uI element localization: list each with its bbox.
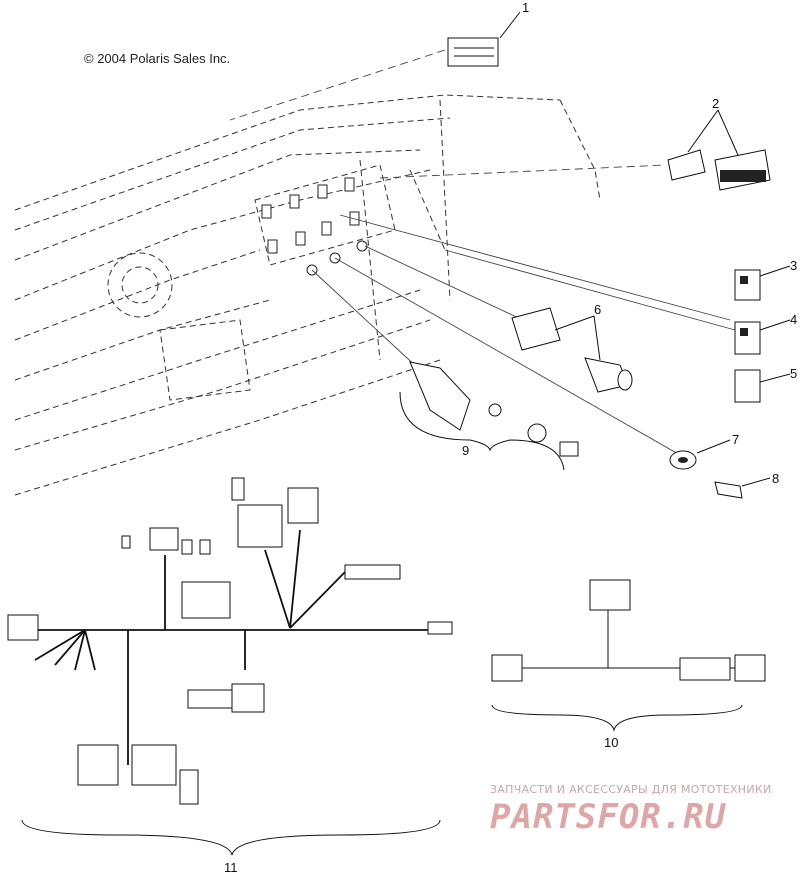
leader-lines: [229, 49, 736, 456]
part-10-harness: [491, 579, 766, 732]
part-8-bulb: [714, 477, 771, 499]
part-9-key-switch: [399, 361, 579, 471]
watermark-tagline: ЗАПЧАСТИ И АКСЕССУАРЫ ДЛЯ МОТОТЕХНИКИ: [490, 783, 772, 796]
part-11-bracket: [21, 819, 441, 856]
part-11-connectors: [7, 477, 453, 805]
callout-10: 10: [604, 735, 618, 750]
callout-2: 2: [712, 96, 719, 111]
part-11-harness-lines: [34, 529, 440, 765]
part-1-connector: [447, 11, 521, 67]
dashboard-outline: [14, 94, 601, 496]
callout-1: 1: [522, 0, 529, 15]
part-4-switch: [734, 319, 791, 355]
part-2-switch-pair: [667, 109, 771, 191]
part-7-grommet: [669, 439, 731, 470]
part-3-switch: [734, 265, 791, 301]
callout-8: 8: [772, 471, 779, 486]
callout-11: 11: [224, 860, 238, 875]
callout-labels: 1 2 3 4 5 6 7 8 9 10 11: [224, 0, 797, 875]
part-5-switch-blank: [734, 369, 791, 403]
callout-3: 3: [790, 258, 797, 273]
switch-cutouts: [261, 177, 368, 276]
callout-5: 5: [790, 366, 797, 381]
copyright-notice: © 2004 Polaris Sales Inc.: [84, 51, 231, 66]
watermark-logo: PARTSFOR.RU: [490, 797, 727, 837]
part-6-power-outlet: [511, 307, 633, 393]
callout-9: 9: [462, 443, 469, 458]
callout-6: 6: [594, 302, 601, 317]
callout-7: 7: [732, 432, 739, 447]
callout-4: 4: [790, 312, 797, 327]
